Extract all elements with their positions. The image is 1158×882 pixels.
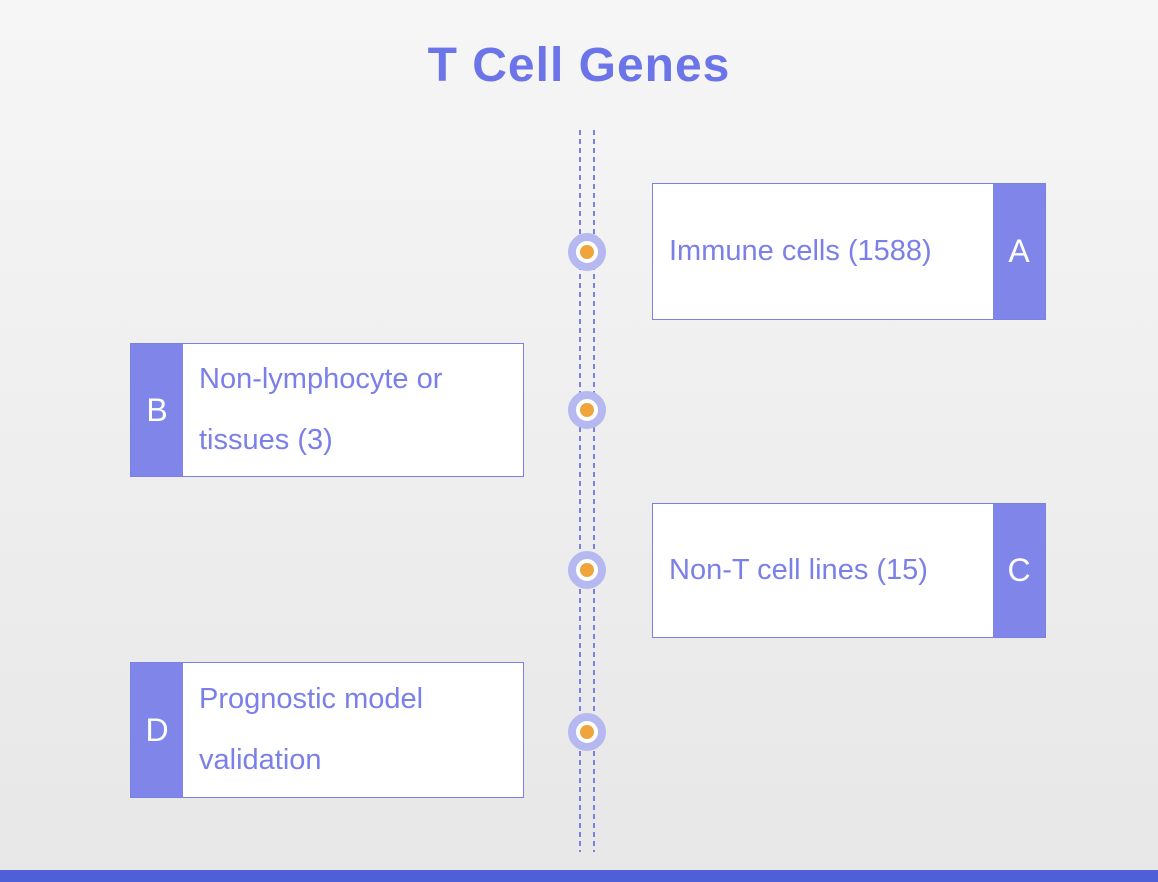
timeline-node-dot xyxy=(580,563,594,577)
timeline-node-dot xyxy=(580,403,594,417)
card-text-line: Non-T cell lines (15) xyxy=(669,553,928,586)
card-label-tab: A xyxy=(993,184,1045,319)
card-text: Immune cells (1588) xyxy=(653,184,993,319)
timeline-node xyxy=(568,233,606,271)
card-text-line: tissues (3) xyxy=(199,424,333,456)
card-text: Prognostic model validation xyxy=(183,663,523,797)
timeline-node-dot xyxy=(580,245,594,259)
card-text-line: validation xyxy=(199,744,322,776)
card-text-line: Immune cells (1588) xyxy=(669,234,932,267)
card-text: Non-lymphocyte or tissues (3) xyxy=(183,344,523,476)
card-prognostic-model-validation: D Prognostic model validation xyxy=(130,662,524,798)
timeline-node xyxy=(568,551,606,589)
card-text-line: Non-lymphocyte or xyxy=(199,362,443,395)
bottom-accent-bar xyxy=(0,870,1158,882)
card-label-tab: B xyxy=(131,344,183,476)
card-non-t-cell-lines: Non-T cell lines (15) C xyxy=(652,503,1046,638)
card-non-lymphocyte-tissues: B Non-lymphocyte or tissues (3) xyxy=(130,343,524,477)
figure-title: T Cell Genes xyxy=(427,39,731,92)
card-text: Non-T cell lines (15) xyxy=(653,504,993,637)
card-text-line: Prognostic model xyxy=(199,682,424,715)
timeline-node-dot xyxy=(580,725,594,739)
timeline-node xyxy=(568,391,606,429)
timeline-dashed-line-left xyxy=(579,130,581,852)
card-immune-cells: Immune cells (1588) A xyxy=(652,183,1046,320)
card-label-tab: D xyxy=(131,663,183,797)
timeline-node xyxy=(568,713,606,751)
card-label-tab: C xyxy=(993,504,1045,637)
timeline-dashed-line-right xyxy=(593,130,595,852)
